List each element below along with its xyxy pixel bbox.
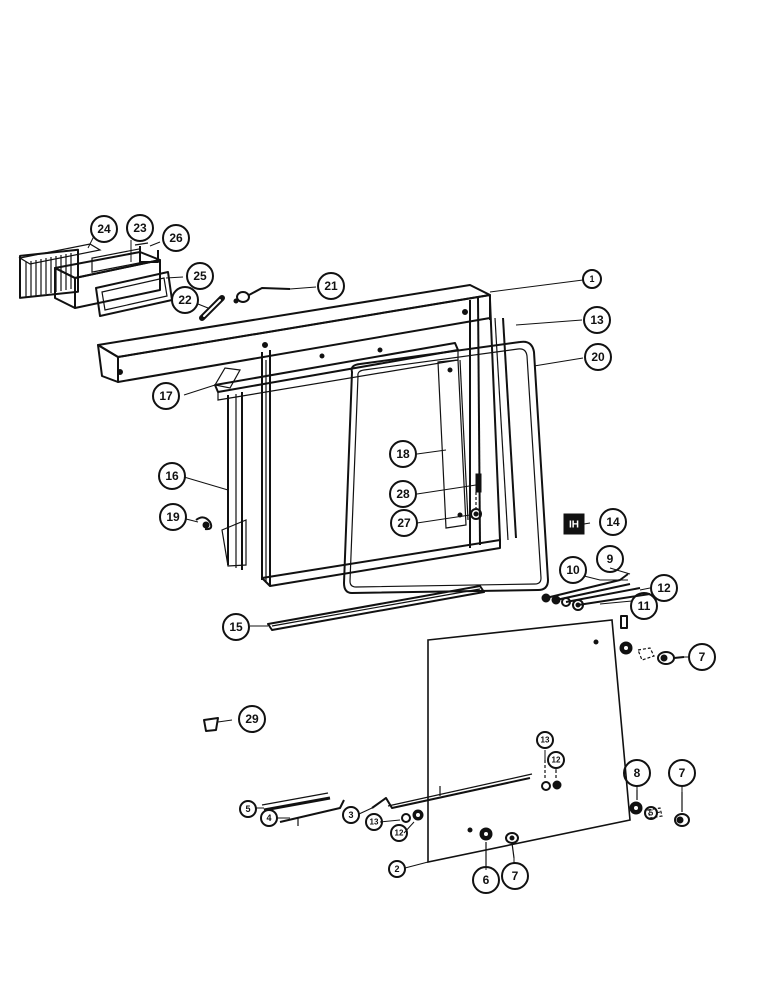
window-frame-seal bbox=[343, 340, 549, 594]
lower-hinge-hardware bbox=[479, 827, 519, 866]
callout-label: 6 bbox=[483, 873, 490, 887]
cab-frame bbox=[97, 284, 517, 587]
callout-7: 7 bbox=[501, 862, 529, 890]
door-glass bbox=[427, 619, 631, 863]
callout-16: 16 bbox=[158, 462, 186, 490]
callout-26: 26 bbox=[162, 224, 190, 252]
callout-label: 4 bbox=[266, 813, 271, 823]
callout-label: 28 bbox=[396, 487, 410, 501]
callout-5: 5 bbox=[239, 800, 257, 818]
callout-9: 9 bbox=[596, 545, 624, 573]
callout-label: 21 bbox=[324, 279, 338, 293]
callout-label: 5 bbox=[245, 804, 250, 814]
handle-rod bbox=[261, 773, 533, 826]
callout-label: 20 bbox=[591, 350, 605, 364]
sliding-glass-panel bbox=[437, 359, 469, 529]
callout-27: 27 bbox=[390, 509, 418, 537]
callout-label: 3 bbox=[348, 810, 353, 820]
callout-label: 14 bbox=[606, 515, 620, 529]
callouts: 24 23 26 25 22 21 1 13 bbox=[90, 214, 716, 894]
callout-24: 24 bbox=[90, 215, 118, 243]
callout-label: 16 bbox=[165, 469, 179, 483]
callout-label: 7 bbox=[699, 650, 706, 664]
callout-label: 7 bbox=[512, 869, 519, 883]
callout-18: 18 bbox=[389, 440, 417, 468]
callout-13: 13 bbox=[536, 731, 554, 749]
callout-11: 11 bbox=[630, 592, 658, 620]
handle-fasteners bbox=[401, 760, 562, 823]
callout-label: 18 bbox=[396, 447, 410, 461]
callout-20: 20 bbox=[584, 343, 612, 371]
bottom-seal-strip bbox=[267, 585, 485, 631]
callout-label: 12 bbox=[552, 756, 561, 765]
callout-label: 13 bbox=[541, 736, 550, 745]
callout-label: 12 bbox=[657, 581, 671, 595]
callout-5: 5 bbox=[644, 806, 658, 820]
door-handle bbox=[233, 287, 291, 304]
callout-13: 13 bbox=[583, 306, 611, 334]
cap bbox=[203, 717, 219, 732]
callout-7: 7 bbox=[688, 643, 716, 671]
latch-pin bbox=[199, 295, 225, 321]
callout-14: 14 bbox=[599, 508, 627, 536]
callout-label: 15 bbox=[229, 620, 243, 634]
callout-15: 15 bbox=[222, 613, 250, 641]
leader-lines bbox=[87, 235, 688, 870]
callout-25: 25 bbox=[186, 262, 214, 290]
filter-element bbox=[18, 243, 102, 299]
callout-29: 29 bbox=[238, 705, 266, 733]
callout-label: 7 bbox=[679, 766, 686, 780]
callout-23: 23 bbox=[126, 214, 154, 242]
callout-17: 17 bbox=[152, 382, 180, 410]
callout-22: 22 bbox=[171, 286, 199, 314]
callout-10: 10 bbox=[559, 556, 587, 584]
callout-13: 13 bbox=[365, 813, 383, 831]
callout-19: 19 bbox=[159, 503, 187, 531]
callout-label: 25 bbox=[193, 269, 207, 283]
callout-label: 19 bbox=[166, 510, 180, 524]
callout-1: 1 bbox=[582, 269, 602, 289]
callout-8: 8 bbox=[623, 759, 651, 787]
clip bbox=[195, 516, 213, 531]
callout-label: 13 bbox=[370, 818, 379, 827]
ih-badge: IH bbox=[563, 513, 585, 535]
upper-hinge-hardware bbox=[619, 615, 685, 665]
callout-label: 8 bbox=[634, 766, 641, 780]
callout-label: 24 bbox=[97, 222, 111, 236]
callout-6: 6 bbox=[472, 866, 500, 894]
callout-label: 27 bbox=[397, 516, 411, 530]
callout-3: 3 bbox=[342, 806, 360, 824]
callout-7: 7 bbox=[668, 759, 696, 787]
callout-label: 26 bbox=[169, 231, 183, 245]
callout-label: 2 bbox=[394, 864, 399, 874]
callout-label: 5 bbox=[649, 809, 654, 818]
callout-label: 12 bbox=[395, 829, 404, 838]
latch-assembly bbox=[470, 473, 482, 520]
callout-label: 29 bbox=[245, 712, 259, 726]
callout-label: 17 bbox=[159, 389, 173, 403]
right-hinge-hardware bbox=[629, 790, 690, 827]
callout-label: 22 bbox=[178, 293, 192, 307]
filter-gasket bbox=[95, 271, 173, 317]
callout-12: 12 bbox=[650, 574, 678, 602]
callout-21: 21 bbox=[317, 272, 345, 300]
callout-label: 9 bbox=[607, 552, 614, 566]
callout-label: 13 bbox=[590, 313, 604, 327]
callout-28: 28 bbox=[389, 480, 417, 508]
filter-bracket bbox=[134, 242, 159, 263]
filter-housing bbox=[54, 248, 161, 309]
badge-text: IH bbox=[569, 520, 579, 531]
callout-label: 10 bbox=[566, 563, 580, 577]
callout-label: 11 bbox=[638, 599, 651, 613]
callout-4: 4 bbox=[260, 809, 278, 827]
callout-label: 23 bbox=[133, 221, 147, 235]
callout-12: 12 bbox=[547, 751, 565, 769]
callout-label: 1 bbox=[589, 274, 594, 284]
callout-12: 12 bbox=[390, 824, 408, 842]
callout-2: 2 bbox=[388, 860, 406, 878]
